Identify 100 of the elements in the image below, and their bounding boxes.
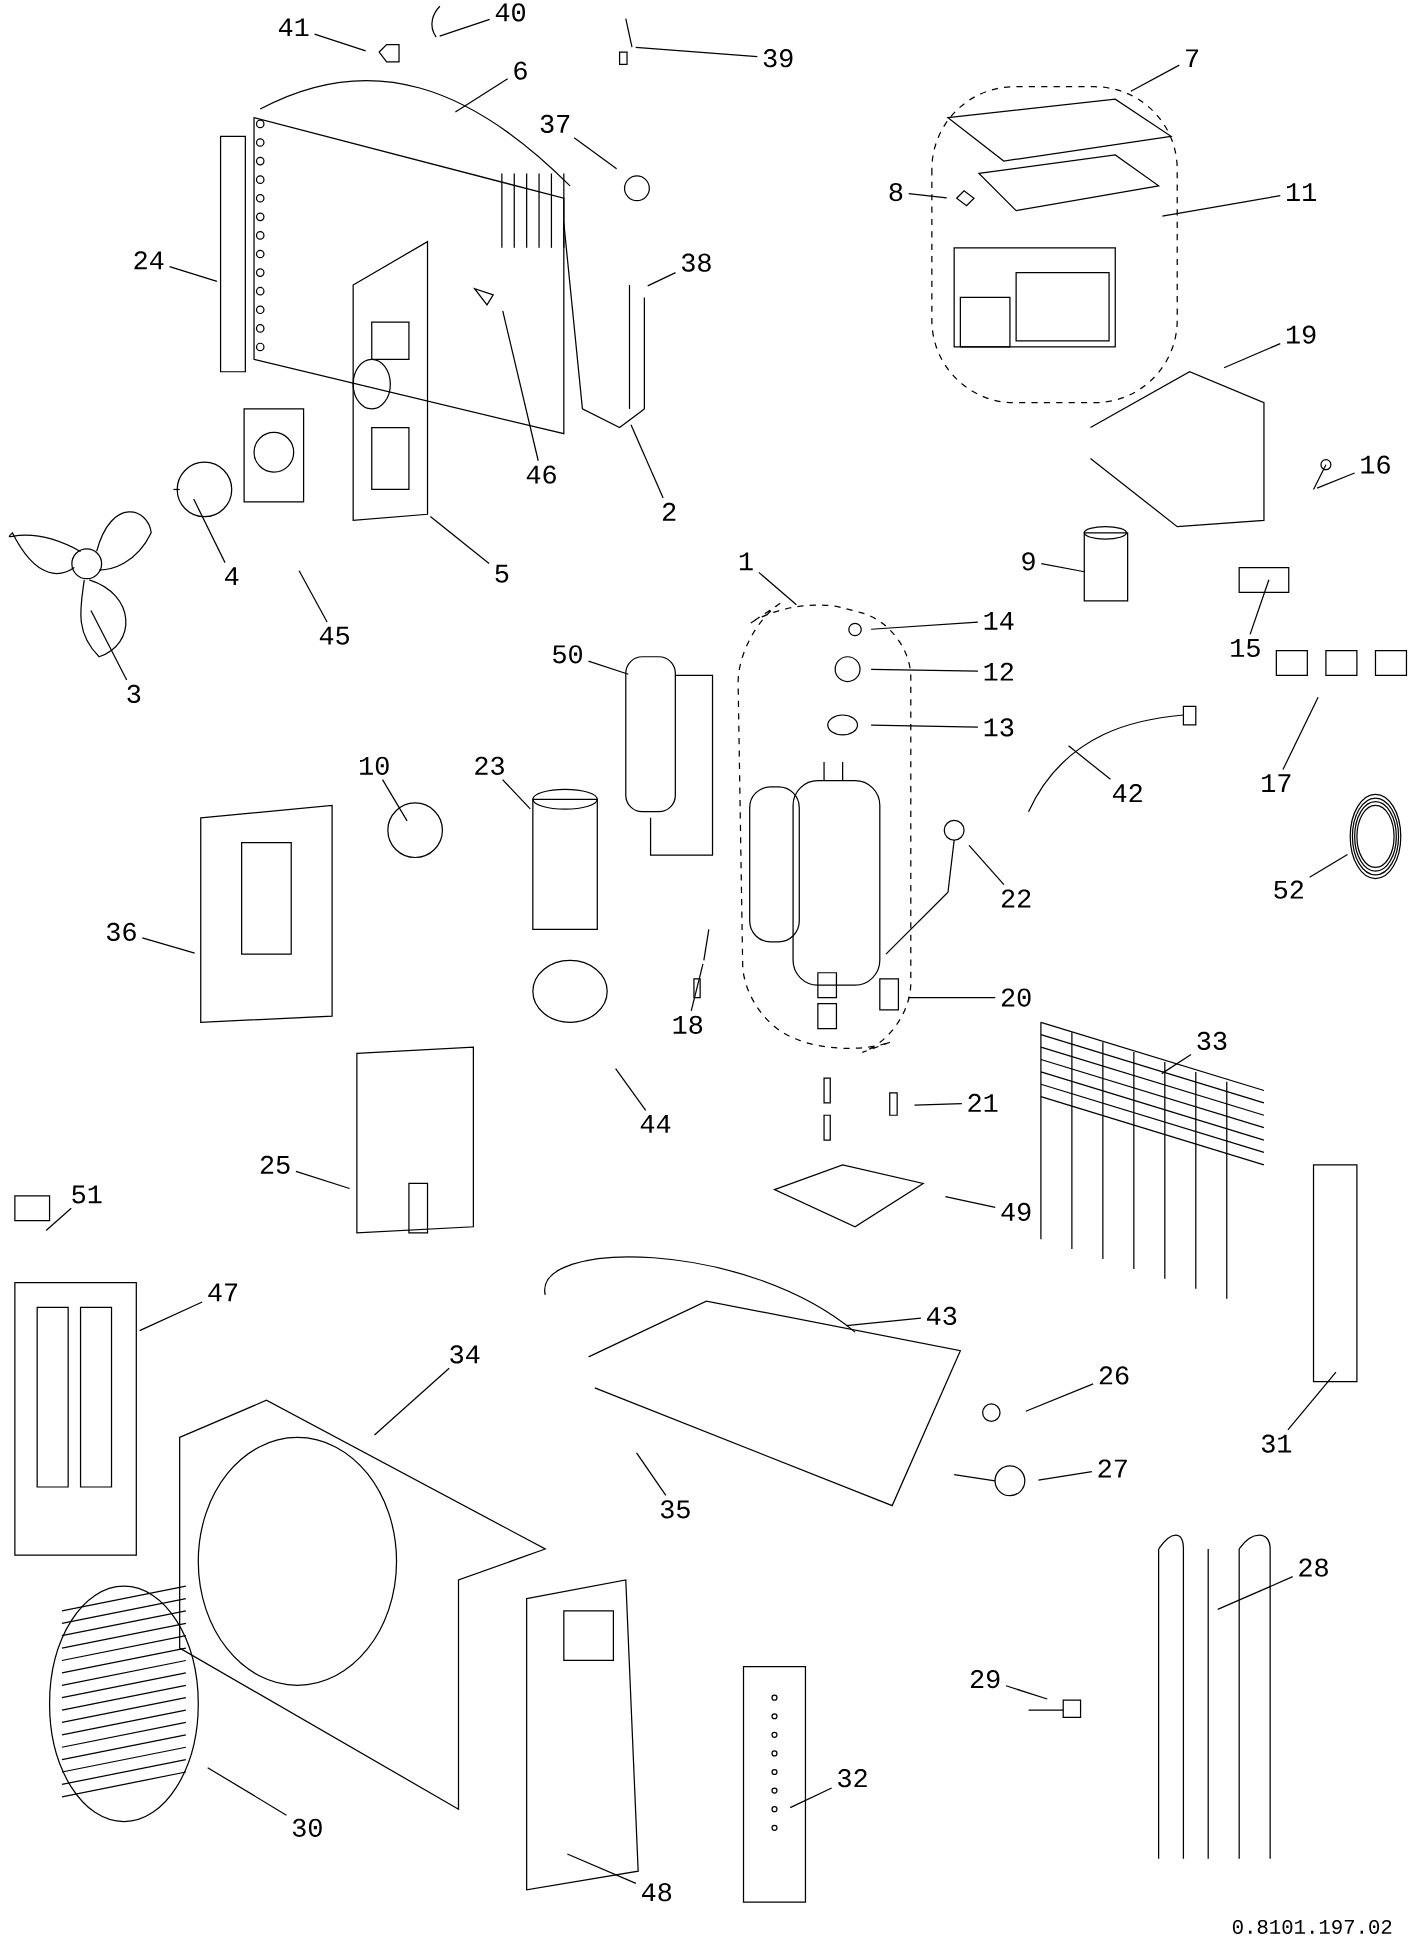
callout-number: 23 (475, 756, 504, 775)
callout-number: 2 (662, 502, 676, 521)
leader-line (1217, 1576, 1294, 1611)
leader-line (758, 571, 797, 606)
callout-number: 39 (763, 49, 793, 68)
callout-number: 8 (889, 182, 903, 202)
callout-number: 28 (1299, 1558, 1328, 1577)
leader-line (1005, 1685, 1048, 1700)
leader-line (429, 516, 490, 565)
callout-number: 4 (224, 567, 239, 586)
callout-number: 44 (640, 1115, 671, 1133)
leader-line (454, 78, 509, 113)
callout-number: 24 (134, 251, 164, 270)
leader-line (908, 192, 948, 199)
callout-number: 18 (673, 1015, 702, 1034)
leader-line (845, 1317, 922, 1327)
leader-line (1040, 563, 1085, 573)
callout-number: 32 (838, 1769, 867, 1788)
leader-line (587, 660, 629, 675)
leader-line (913, 1102, 963, 1106)
callout-number: 52 (1274, 880, 1303, 899)
leader-line (298, 570, 328, 623)
leader-line (573, 137, 618, 170)
leader-line (141, 937, 196, 954)
callout-number: 37 (540, 114, 570, 133)
leader-line (870, 668, 979, 672)
leader-line (690, 963, 704, 1012)
callout-number: 9 (1022, 552, 1035, 571)
callout-number: 10 (360, 756, 389, 775)
drawing-number: 0.8101.197.02 (1232, 1919, 1392, 1934)
callout-number: 7 (1186, 49, 1198, 68)
callout-number: 16 (1361, 455, 1390, 474)
callout-number: 49 (1001, 1202, 1031, 1221)
callout-number: 38 (681, 253, 711, 272)
callout-number: 34 (450, 1345, 480, 1364)
leader-line (295, 1170, 351, 1190)
leader-line (501, 779, 531, 810)
leader-line (968, 844, 1005, 886)
leader-line (614, 1068, 647, 1111)
leader-line (1130, 64, 1180, 92)
callout-number: 35 (660, 1500, 690, 1519)
callout-number: 26 (1099, 1366, 1129, 1385)
leader-line (138, 1301, 203, 1332)
callout-number: 45 (319, 626, 349, 645)
leader-line (1282, 696, 1319, 771)
leader-line (870, 621, 979, 630)
callout-number: 13 (984, 718, 1014, 737)
callout-number: 27 (1098, 1459, 1127, 1478)
callout-number: 21 (968, 1093, 998, 1112)
callout-number: 40 (495, 3, 525, 22)
callout-number: 50 (553, 645, 582, 664)
leader-line (1308, 853, 1348, 878)
callout-number: 36 (106, 922, 136, 941)
callout-number: 20 (1001, 988, 1031, 1007)
callout-number: 25 (260, 1155, 290, 1174)
callout-number: 42 (1112, 784, 1142, 803)
leader-line (1249, 579, 1270, 635)
callout-number: 14 (984, 612, 1014, 630)
callout-number: 11 (1286, 183, 1316, 201)
leader-line (1161, 195, 1281, 217)
callout-number: 51 (72, 1185, 102, 1204)
leader-line (168, 266, 218, 283)
callout-number: 19 (1286, 325, 1316, 344)
leader-line (789, 1787, 833, 1809)
leader-line (313, 33, 367, 52)
leader-line (90, 609, 128, 681)
callout-number: 6 (514, 61, 527, 80)
leader-line (635, 1452, 667, 1497)
leader-line (1287, 1371, 1337, 1431)
callout-number: 15 (1231, 639, 1260, 658)
callout-number: 17 (1262, 774, 1291, 792)
leader-line (1316, 472, 1356, 489)
leader-line (635, 46, 758, 58)
leader-line (381, 779, 408, 822)
leader-line (1037, 1471, 1093, 1481)
leader-line (502, 310, 539, 462)
leader-line (1161, 1053, 1192, 1075)
leader-line (373, 1367, 450, 1436)
leader-line (944, 1195, 996, 1208)
leader-line (1067, 745, 1111, 780)
callout-number: 47 (208, 1283, 237, 1302)
leader-line (566, 1853, 637, 1884)
callout-number: 5 (495, 564, 509, 583)
callout-number: 41 (278, 18, 309, 37)
callout-number: 31 (1261, 1434, 1292, 1453)
callout-number: 12 (984, 662, 1013, 681)
leader-line (438, 18, 491, 37)
callout-number: 30 (292, 1818, 322, 1837)
callout-number: 43 (926, 1306, 957, 1326)
callout-number: 29 (970, 1669, 1000, 1689)
leader-line (1025, 1383, 1094, 1412)
leader-line (630, 424, 664, 499)
leader-line (1223, 342, 1281, 369)
leader-line (193, 498, 226, 564)
leader-line (907, 996, 996, 999)
leader-line (207, 1767, 287, 1816)
callout-number: 1 (739, 552, 753, 571)
callout-number: 33 (1197, 1031, 1227, 1050)
leader-line (647, 272, 677, 287)
callout-number: 3 (127, 684, 141, 704)
